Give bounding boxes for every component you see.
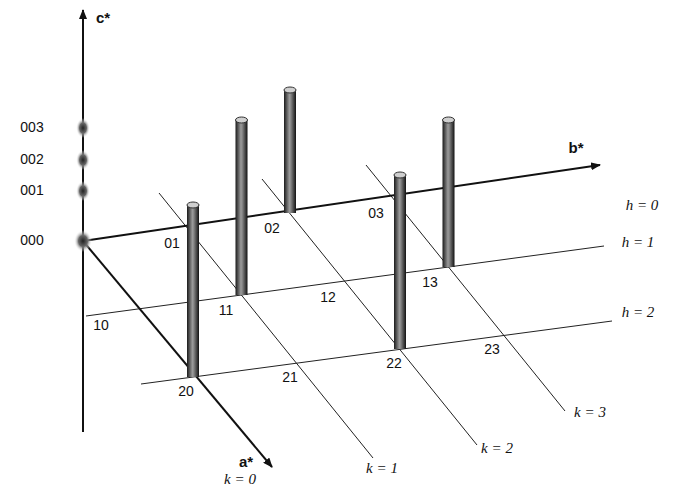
row-index: 002: [18, 152, 45, 167]
axes: [83, 10, 600, 467]
row-index: 001: [18, 183, 45, 198]
column-label: k = 0: [222, 471, 258, 488]
axis-label: a*: [237, 454, 255, 471]
row-label: h = 2: [620, 304, 657, 321]
lattice-index: 11: [217, 303, 236, 318]
origin-index: 000: [18, 233, 45, 248]
diffraction-rods: [187, 87, 455, 377]
lattice-index: 12: [318, 290, 338, 305]
lattice-index: 10: [91, 318, 111, 333]
row-index: 003: [18, 120, 45, 135]
column-label: k = 2: [479, 440, 515, 457]
lattice-index: 20: [176, 384, 196, 399]
lattice-index: 01: [162, 236, 182, 251]
column-label: k = 3: [572, 404, 608, 421]
reflection-spots: [74, 118, 92, 252]
column-label: k = 1: [364, 460, 400, 477]
lattice-index: 13: [420, 275, 440, 290]
lattice-index: 02: [262, 221, 282, 236]
lattice-index: 22: [384, 356, 404, 371]
row-label: h = 0: [624, 197, 661, 214]
lattice-index: 21: [280, 370, 300, 385]
grid-lines: [86, 165, 612, 458]
lattice-index: 03: [366, 206, 386, 221]
axis-label: b*: [567, 140, 586, 157]
lattice-index: 23: [482, 342, 502, 357]
axis-label: c*: [94, 10, 112, 27]
row-label: h = 1: [620, 234, 657, 251]
